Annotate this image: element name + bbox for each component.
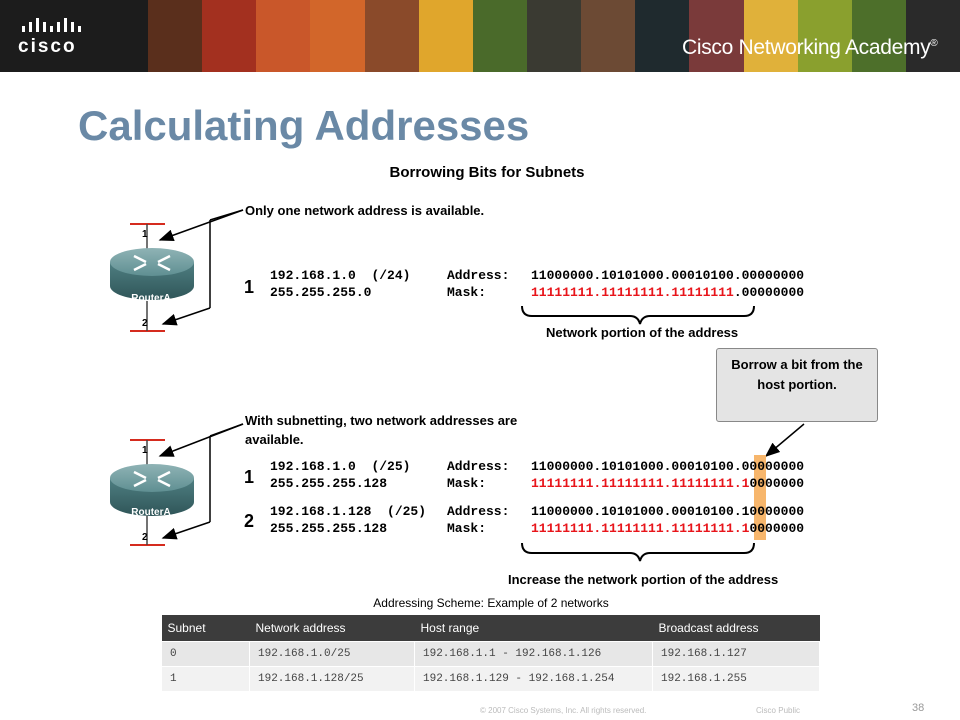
increase-network-brace <box>521 542 755 562</box>
network-portion-caption: Network portion of the address <box>546 325 739 340</box>
copyright-notice: © 2007 Cisco Systems, Inc. All rights re… <box>480 706 647 715</box>
table-cell: 192.168.1.129 - 192.168.1.254 <box>414 665 653 692</box>
banner-photo-tile <box>202 0 257 72</box>
callout-arrow <box>764 423 805 457</box>
diagram-heading: Borrowing Bits for Subnets <box>389 164 585 181</box>
increase-network-caption: Increase the network portion of the addr… <box>508 572 779 587</box>
table-row: 1 192.168.1.128/25 192.168.1.129 - 192.1… <box>161 665 820 692</box>
table-cell: 192.168.1.255 <box>652 665 820 692</box>
address-label: Address: <box>447 459 510 474</box>
address-bits: 11000000.10101000.00010100.00000000 <box>531 459 805 474</box>
column-header: Subnet <box>161 615 250 641</box>
network-address: 192.168.1.128 (/25) <box>270 504 427 519</box>
banner-photo-tile <box>689 0 744 72</box>
page-number: 38 <box>912 702 925 714</box>
subnet-mask: 255.255.255.128 <box>270 521 388 536</box>
network-address: 192.168.1.0 (/25) <box>270 459 411 474</box>
table-row: 0 192.168.1.0/25 192.168.1.1 - 192.168.1… <box>161 640 820 667</box>
subnet-mask: 255.255.255.128 <box>270 476 388 491</box>
mask-bits: 11111111.11111111.11111111.10000000 <box>531 476 805 491</box>
mask-label: Mask: <box>447 521 487 536</box>
banner-photo-strip <box>148 0 960 72</box>
port-label: 2 <box>142 318 148 329</box>
top-router-links <box>130 209 244 332</box>
port-label: 2 <box>142 532 148 543</box>
banner-photo-tile <box>364 0 419 72</box>
port-label: 1 <box>142 445 148 456</box>
banner-photo-tile <box>743 0 798 72</box>
banner-photo-tile <box>581 0 636 72</box>
banner-photo-tile <box>905 0 960 72</box>
bottom-router-links <box>130 423 244 546</box>
table-cell: 0 <box>161 640 250 667</box>
subnet-number: 1 <box>244 277 255 297</box>
router-label: RouterA <box>131 293 171 304</box>
academy-title: Cisco Networking Academy® <box>682 36 938 59</box>
banner-photo-tile <box>310 0 365 72</box>
banner-photo-tile <box>256 0 311 72</box>
address-label: Address: <box>447 504 510 519</box>
port-label: 1 <box>142 229 148 240</box>
bottom-note-line1: With subnetting, two network addresses a… <box>245 413 518 428</box>
router-icon <box>110 464 194 516</box>
slide-title: Calculating Addresses <box>78 102 530 149</box>
header-banner: cisco Cisco Networking Academy® <box>0 0 960 72</box>
cisco-wordmark: cisco <box>18 36 77 57</box>
column-header: Broadcast address <box>652 615 820 641</box>
subnet-number: 1 <box>244 467 255 487</box>
mask-label: Mask: <box>447 285 487 300</box>
column-header: Network address <box>249 615 415 641</box>
table-cell: 192.168.1.128/25 <box>249 665 415 692</box>
address-label: Address: <box>447 268 510 283</box>
network-portion-brace <box>521 305 755 325</box>
table-cell: 192.168.1.127 <box>652 640 820 667</box>
subnet-number: 2 <box>244 511 255 531</box>
table-cell: 192.168.1.0/25 <box>249 640 415 667</box>
address-bits: 11000000.10101000.00010100.00000000 <box>531 268 805 283</box>
classification-label: Cisco Public <box>756 706 801 715</box>
cisco-logo: cisco <box>0 0 148 72</box>
table-header-row: Subnet Network address Host range Broadc… <box>161 615 820 641</box>
mask-bits: 11111111.11111111.11111111.00000000 <box>531 285 805 300</box>
address-bits: 11000000.10101000.00010100.10000000 <box>531 504 805 519</box>
banner-photo-tile <box>635 0 690 72</box>
subnet-diagram <box>110 209 805 562</box>
column-header: Host range <box>414 615 653 641</box>
table-cell: 1 <box>161 665 250 692</box>
addressing-scheme-table: Subnet Network address Host range Broadc… <box>161 615 820 692</box>
subnet-mask: 255.255.255.0 <box>270 285 372 300</box>
banner-photo-tile <box>797 0 852 72</box>
top-note: Only one network address is available. <box>245 203 485 218</box>
mask-bits: 11111111.11111111.11111111.10000000 <box>531 521 805 536</box>
router-icon <box>110 248 194 300</box>
network-address: 192.168.1.0 (/24) <box>270 268 411 283</box>
banner-photo-tile <box>148 0 203 72</box>
mask-label: Mask: <box>447 476 487 491</box>
banner-photo-tile <box>472 0 527 72</box>
bottom-note-line2: available. <box>245 432 304 447</box>
borrow-bit-callout: Borrow a bit from the host portion. <box>716 348 878 422</box>
borrowed-bit-highlight <box>754 455 766 540</box>
banner-photo-tile <box>418 0 473 72</box>
table-caption: Addressing Scheme: Example of 2 networks <box>373 596 609 610</box>
table-cell: 192.168.1.1 - 192.168.1.126 <box>414 640 653 667</box>
banner-photo-tile <box>851 0 906 72</box>
router-label: RouterA <box>131 507 171 518</box>
banner-photo-tile <box>526 0 582 72</box>
